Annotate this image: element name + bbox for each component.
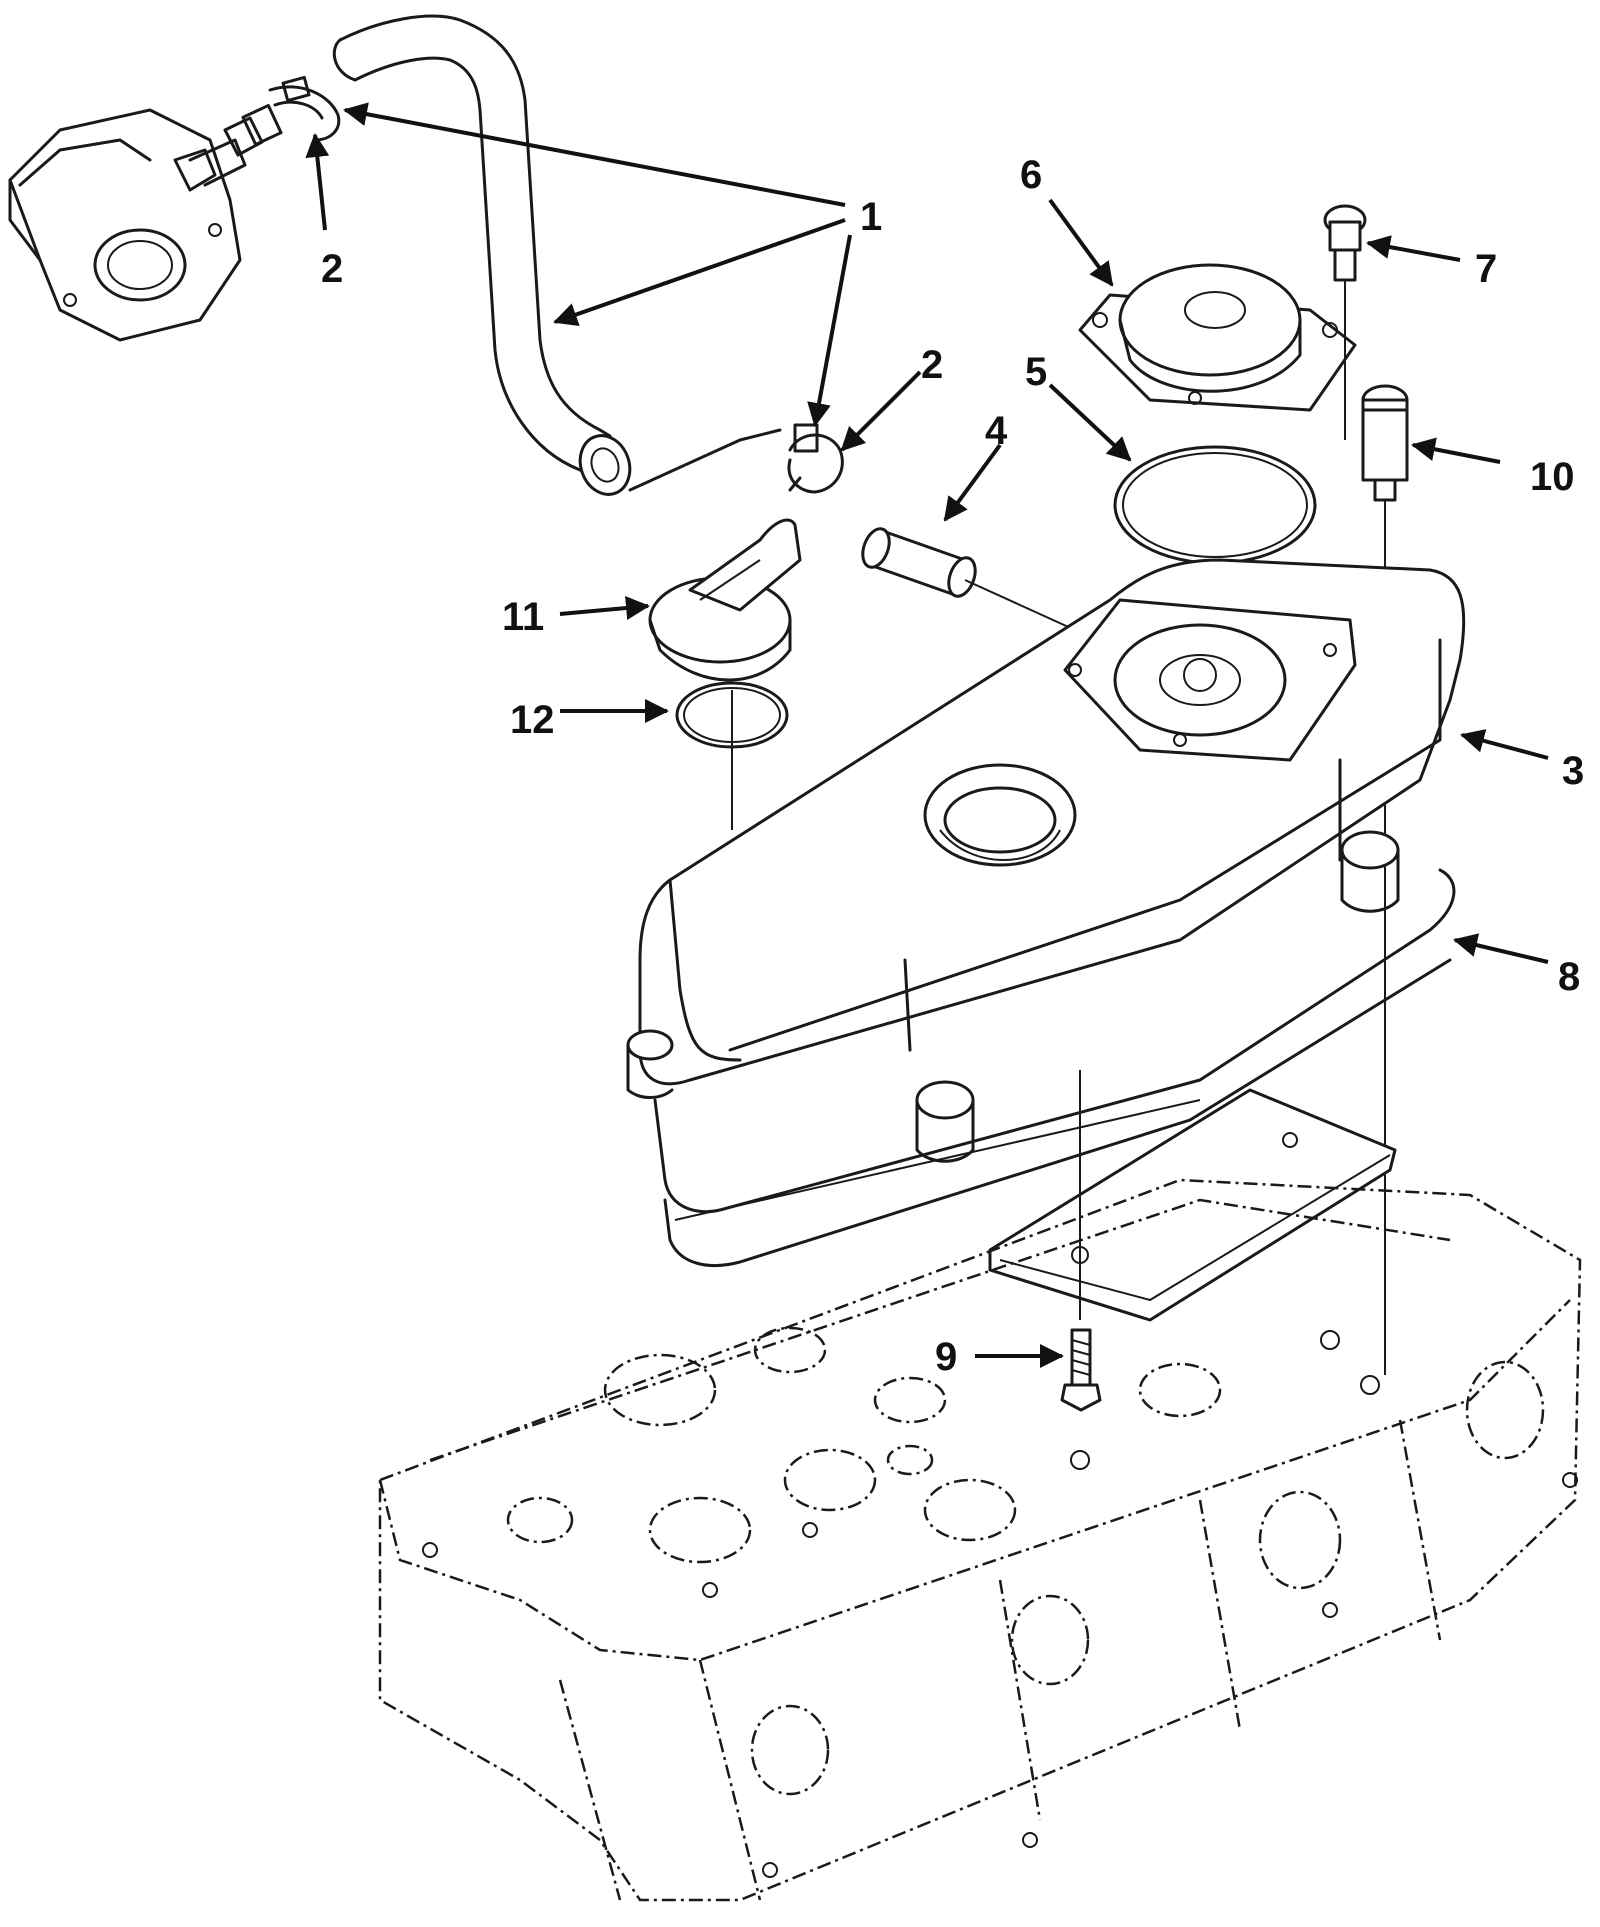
- callout-2-lower: 2: [921, 343, 943, 387]
- cover-o-ring: [1113, 445, 1317, 565]
- intake-throttle-body: [8, 108, 247, 342]
- baffle-plate: [988, 1070, 1397, 1322]
- hose-clamp-lower: [787, 423, 844, 494]
- callout-11: 11: [502, 595, 544, 639]
- cover-bolt: [1323, 204, 1367, 440]
- callout-4: 4: [985, 409, 1008, 453]
- callout-6: 6: [1020, 153, 1042, 197]
- breather-cover: [1078, 263, 1357, 412]
- callout-5: 5: [1025, 350, 1047, 394]
- callout-9: 9: [935, 1335, 957, 1379]
- oil-filler-cap: [648, 518, 802, 682]
- callout-12: 12: [510, 698, 555, 742]
- callout-7: 7: [1475, 247, 1497, 291]
- breather-tube: [861, 527, 1076, 631]
- breather-hose: [332, 14, 782, 496]
- callout-labels: 1 2 2 3 4 5 6 7 8 9 10 11 12: [321, 153, 1584, 1379]
- callout-8: 8: [1558, 955, 1580, 999]
- baffle-bolt: [1060, 1328, 1102, 1412]
- callout-3: 3: [1562, 749, 1584, 793]
- cylinder-head: [378, 1178, 1582, 1902]
- leader-lines: [305, 102, 1549, 1368]
- valve-cover: [626, 558, 1466, 1163]
- callout-2-upper: 2: [321, 247, 343, 291]
- filler-cap-o-ring: [675, 681, 789, 830]
- callout-1: 1: [860, 195, 882, 239]
- intake-fitting: [223, 103, 283, 157]
- valve-cover-gasket: [653, 868, 1456, 1267]
- callout-10: 10: [1530, 455, 1575, 499]
